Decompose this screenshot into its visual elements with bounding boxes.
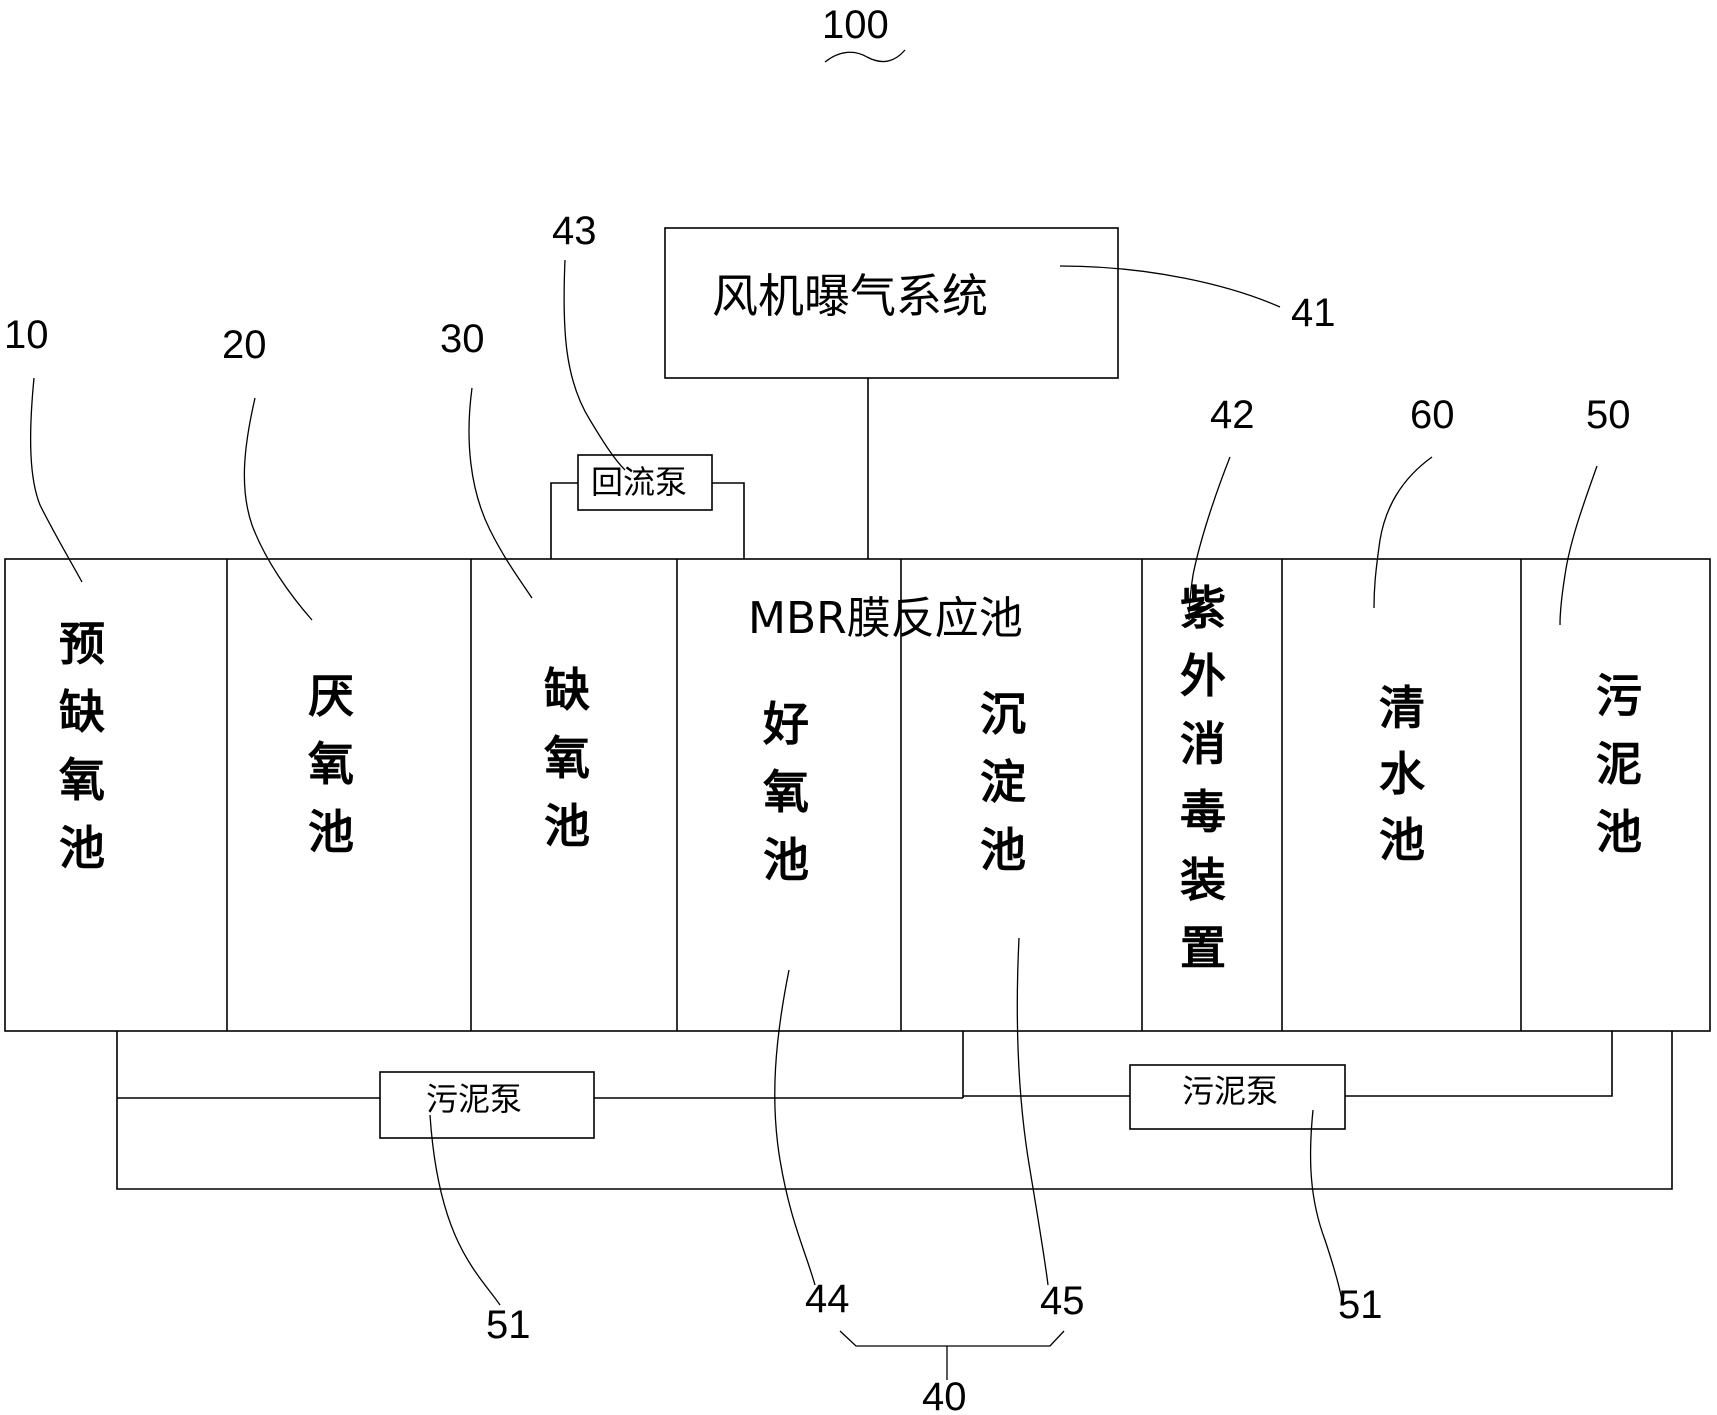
- tank-label-42: 紫外消毒装置: [1180, 581, 1226, 975]
- leader-10: [30, 377, 83, 583]
- tank-label-20: 厌氧池: [308, 669, 354, 859]
- leader-41: [1059, 265, 1281, 308]
- ref-44: 44: [805, 1277, 850, 1321]
- mbr-reactor-label: MBR膜反应池: [748, 593, 1023, 644]
- tank-label-char: 好: [762, 697, 809, 751]
- ref-10: 10: [4, 313, 49, 357]
- leader-60: [1373, 456, 1433, 609]
- tank-label-char: 池: [544, 799, 590, 853]
- tank-label-char: 外: [1180, 649, 1226, 703]
- ref-42: 42: [1210, 393, 1255, 437]
- tank-label-char: 池: [308, 805, 354, 859]
- leader-45: [1016, 937, 1049, 1286]
- return-pump-label: 回流泵: [591, 463, 687, 501]
- leader-20: [243, 397, 313, 621]
- sludge-line-right-b: [1345, 1031, 1613, 1097]
- leader-30: [468, 387, 533, 599]
- ref-43: 43: [552, 209, 597, 253]
- ref-45: 45: [1040, 1279, 1085, 1323]
- tank-label-char: 水: [1379, 747, 1426, 801]
- ref-51-right: 51: [1338, 1283, 1383, 1327]
- tank-label-char: 缺: [544, 663, 590, 717]
- tank-label-char: 泥: [1596, 737, 1642, 791]
- tank-label-char: 氧: [59, 753, 105, 807]
- tank-label-char: 池: [980, 823, 1026, 877]
- tank-label-char: 预: [59, 617, 105, 671]
- tank-label-char: 清: [1379, 681, 1425, 735]
- ref-41: 41: [1291, 291, 1336, 335]
- tank-row-outline: [4, 558, 1711, 1032]
- tank-label-char: 氧: [544, 731, 590, 785]
- sludge-pump-right-label: 污泥泵: [1182, 1072, 1278, 1110]
- tank-label-char: 池: [59, 821, 105, 875]
- ref-50: 50: [1586, 393, 1631, 437]
- sludge-pump-left-box: [379, 1071, 595, 1139]
- tank-label-char: 装: [1180, 853, 1226, 907]
- tank-label-char: 氧: [763, 765, 809, 819]
- tank-label-char: 池: [1596, 805, 1642, 859]
- ref-30: 30: [440, 317, 485, 361]
- tank-label-10: 预缺氧池: [59, 617, 105, 875]
- sludge-return-loop: [116, 1031, 1673, 1190]
- leader-43: [563, 259, 626, 471]
- tank-label-char: 厌: [308, 669, 354, 723]
- tank-label-char: 沉: [980, 687, 1026, 741]
- leader-42: [1188, 456, 1231, 621]
- tank-label-30: 缺氧池: [544, 663, 590, 853]
- sludge-pump-left-label: 污泥泵: [426, 1080, 522, 1118]
- sludge-pump-right-box: [1129, 1064, 1346, 1130]
- return-pump-box: [577, 454, 713, 511]
- leader-44: [774, 969, 816, 1286]
- blower-system-box: [664, 227, 1119, 379]
- leader-50: [1559, 465, 1598, 626]
- ref-51-left: 51: [486, 1303, 531, 1347]
- figure-number-tilde: [824, 49, 906, 63]
- tank-label-char: 消: [1180, 717, 1226, 771]
- tank-label-char: 池: [763, 833, 809, 887]
- tank-label-char: 紫: [1180, 581, 1226, 635]
- return-pipe: [550, 482, 745, 559]
- tank-label-char: 污: [1596, 669, 1642, 723]
- bracket-40: [839, 1330, 1065, 1380]
- tank-label-44: 好氧池: [762, 697, 809, 887]
- ref-20: 20: [222, 323, 267, 367]
- tank-label-char: 置: [1180, 921, 1226, 975]
- ref-40: 40: [922, 1375, 967, 1415]
- tank-label-char: 缺: [59, 685, 105, 739]
- tank-label-char: 淀: [980, 755, 1026, 809]
- leader-51-left: [429, 1114, 501, 1306]
- tank-label-char: 氧: [308, 737, 354, 791]
- tank-label-char: 毒: [1180, 785, 1226, 839]
- tank-label-char: 池: [1379, 813, 1425, 867]
- figure-number: 100: [822, 3, 889, 47]
- sludge-piping: 污泥泵 污泥泵: [116, 1031, 1673, 1190]
- ref-60: 60: [1410, 393, 1455, 437]
- tank-label-60: 清水池: [1379, 681, 1426, 867]
- blower-system-label: 风机曝气系统: [712, 269, 988, 323]
- leader-51-right: [1309, 1109, 1343, 1301]
- blower-system: 风机曝气系统: [664, 227, 1119, 379]
- return-pump: 回流泵: [550, 454, 745, 559]
- tank-label-45: 沉淀池: [980, 687, 1026, 877]
- tank-label-50: 污泥池: [1596, 669, 1642, 859]
